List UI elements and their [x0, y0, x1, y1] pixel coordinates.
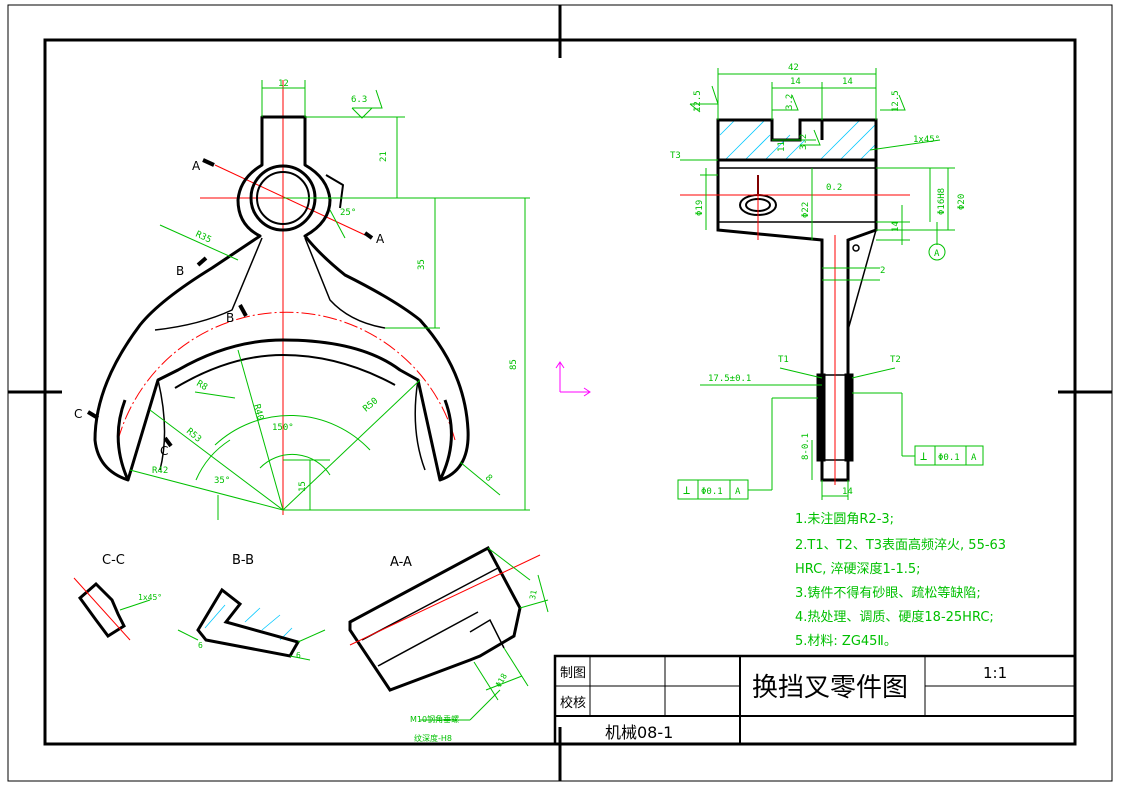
section-bb-dim-right: 6	[296, 651, 301, 660]
title-block: 制图 校核 换挡叉零件图 1:1 机械08-1	[553, 654, 1077, 746]
dim-chamfer: 1x45°	[913, 135, 940, 145]
section-mark-a-bottom: A	[376, 232, 385, 246]
tol-frame-left	[677, 479, 749, 500]
tol-right-value: Φ0.1	[938, 453, 960, 463]
dim-8b: 8-0.1	[801, 433, 811, 460]
fork-dimension-text: 12 6.3 21 25° R35 35 R8 R40 R50 R53 150°…	[152, 79, 519, 492]
dim-r53: R53	[184, 427, 203, 445]
dim-3-2b: 3.2	[799, 134, 809, 150]
dim-r42: R42	[152, 466, 168, 476]
view-axis-marker	[555, 361, 591, 397]
sheet-frame	[7, 4, 1113, 782]
dim-2: 2	[880, 266, 885, 276]
dim-14b: 14	[842, 77, 853, 87]
dim-12-5a: 12.5	[693, 90, 703, 112]
dim-phi19: Φ19	[695, 200, 705, 216]
section-mark-b-top: B	[176, 264, 184, 278]
section-aa-note-1: M10钢角垂螺	[410, 714, 459, 724]
label-t1: T1	[778, 355, 789, 365]
dim-21: 21	[379, 151, 389, 162]
side-view-center-lines	[680, 175, 910, 485]
dim-42: 42	[788, 63, 799, 73]
dim-14d: 14	[842, 487, 853, 497]
dim-r50: R50	[362, 396, 381, 414]
label-t3: T3	[670, 151, 681, 161]
tol-left-symbol: ⊥	[683, 483, 690, 497]
section-b-b: B-B 6 6	[177, 553, 326, 661]
dim-phi20: Φ20	[957, 194, 967, 210]
title-block-check-label: 校核	[560, 695, 586, 711]
tol-left-ref: A	[735, 487, 741, 497]
dim-8: 8	[483, 473, 494, 484]
fork-dimension-lines	[129, 80, 530, 520]
dim-12-5b: 12.5	[891, 90, 901, 112]
dim-11: 11	[777, 141, 787, 152]
title-block-drawn-label: 制图	[560, 666, 586, 681]
tol-left-value: Φ0.1	[701, 487, 723, 497]
section-mark-c-left: C	[74, 407, 82, 421]
label-t2: T2	[890, 355, 901, 365]
datum-a: A	[934, 249, 940, 259]
section-aa-dim-hole: Φ18	[494, 672, 509, 689]
section-c-c: C-C 1x45°	[73, 553, 162, 641]
dim-85: 85	[509, 359, 519, 370]
dim-phi22: Φ22	[801, 202, 811, 218]
fork-side-view: 42 14 14 12.5 3.2 3.2 12.5 T3 1x45° 11 0…	[670, 63, 984, 500]
dim-r8: R8	[195, 379, 209, 393]
dim-0-2: 0.2	[826, 183, 842, 193]
dim-top-width: 12	[278, 79, 289, 89]
section-mark-b-bottom: B	[226, 311, 234, 325]
side-view-dimension-lines	[680, 68, 955, 500]
dim-angle-25: 25°	[340, 208, 356, 218]
section-aa-dim-31: 31	[528, 589, 539, 600]
note-5: 4.热处理、调质、硬度18-25HRC;	[795, 609, 994, 625]
section-mark-a-top: A	[192, 159, 201, 173]
dim-roughness: 6.3	[351, 95, 367, 105]
note-6: 5.材料: ZG45Ⅱ。	[795, 634, 897, 649]
note-3: HRC, 淬硬深度1-1.5;	[795, 561, 921, 577]
title-block-project: 机械08-1	[605, 723, 673, 742]
side-view-dimension-text: 42 14 14 12.5 3.2 3.2 12.5 T3 1x45° 11 0…	[670, 63, 977, 497]
section-bb-label: B-B	[232, 553, 254, 568]
section-a-a: A-A 31 Φ18 M10钢角垂螺 纹深度-H8	[348, 545, 549, 743]
technical-notes: 1.未注圆角R2-3; 2.T1、T2、T3表面高频淬火, 55-63 HRC,…	[795, 512, 1006, 649]
side-view-outline	[716, 118, 878, 482]
section-cc-chamfer: 1x45°	[138, 593, 162, 602]
dim-angle-150: 150°	[272, 423, 294, 433]
note-2: 2.T1、T2、T3表面高频淬火, 55-63	[795, 537, 1006, 553]
section-cc-label: C-C	[102, 553, 125, 568]
title-block-scale: 1:1	[983, 664, 1007, 682]
tol-frame-right	[914, 445, 984, 466]
fork-inner-arc	[174, 353, 396, 389]
fork-front-view: A A B B C C	[74, 79, 530, 520]
section-aa-label: A-A	[390, 555, 412, 570]
dim-14a: 14	[790, 77, 801, 87]
dim-3-2a: 3.2	[785, 94, 795, 110]
dim-15: 15	[298, 481, 308, 492]
section-aa-note-2: 纹深度-H8	[414, 733, 452, 743]
tol-right-symbol: ⊥	[920, 449, 927, 463]
dim-17-5: 17.5±0.1	[708, 374, 751, 384]
dim-r40: R40	[251, 403, 265, 421]
dim-phi16: Φ16H8	[937, 188, 947, 215]
dim-r35: R35	[194, 230, 213, 246]
dim-angle-35: 35°	[214, 476, 230, 486]
dim-35: 35	[417, 259, 427, 270]
note-4: 3.铸件不得有砂眼、疏松等缺陷;	[795, 585, 981, 601]
fork-outline	[93, 115, 470, 482]
dim-14c: 14	[891, 221, 901, 232]
note-1: 1.未注圆角R2-3;	[795, 512, 894, 527]
section-bb-dim-left: 6	[198, 641, 203, 650]
tol-right-ref: A	[971, 453, 977, 463]
title-block-title: 换挡叉零件图	[752, 673, 908, 703]
section-mark-c-inner: C	[160, 444, 168, 458]
section-marks	[86, 158, 374, 448]
